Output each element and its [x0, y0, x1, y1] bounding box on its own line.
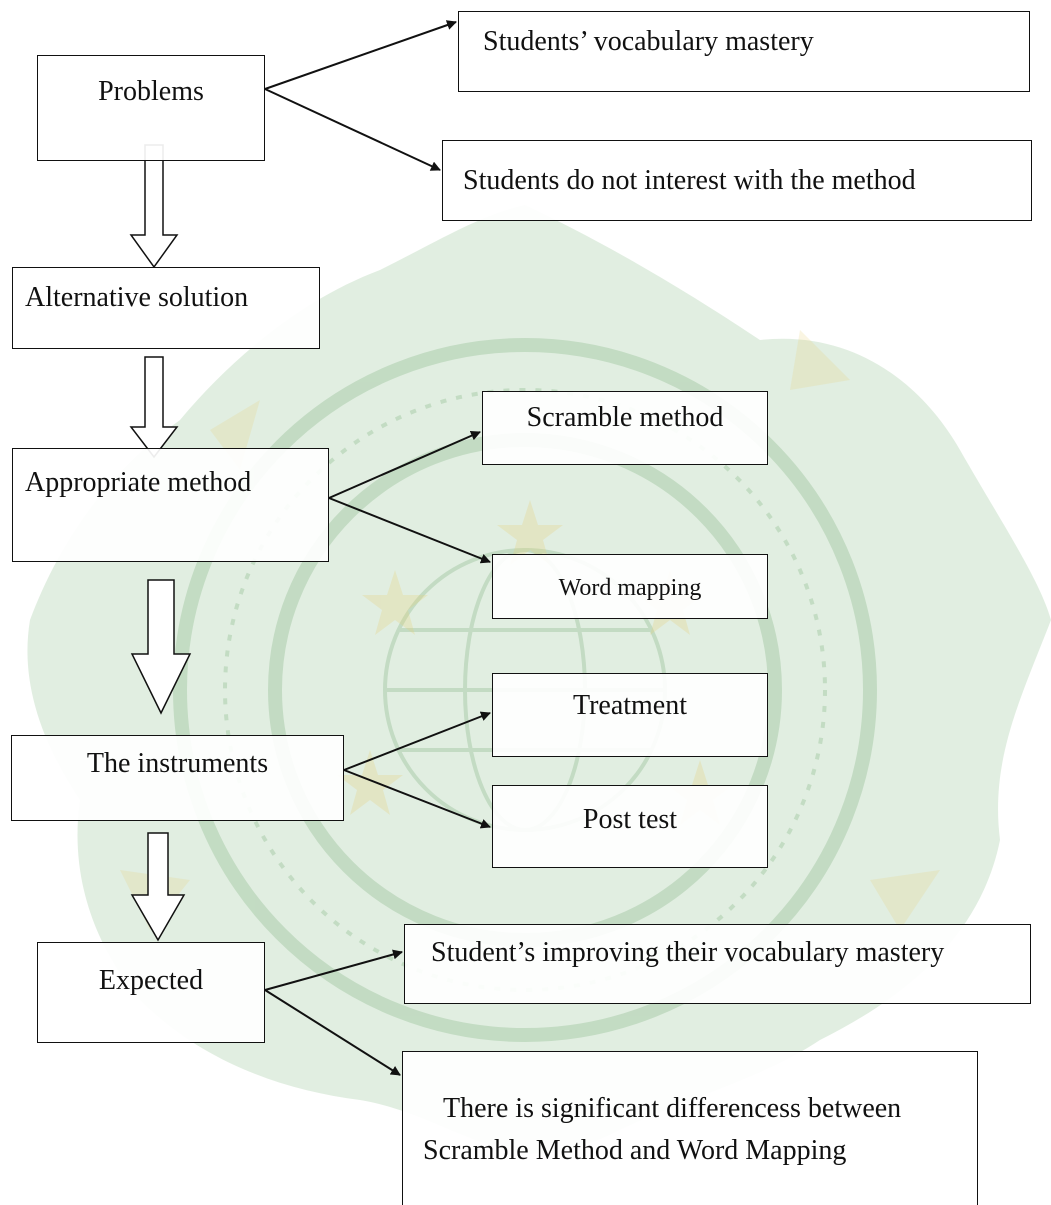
treatment-box: Treatment — [492, 673, 768, 757]
vocabulary-mastery-label: Students’ vocabulary mastery — [483, 26, 814, 57]
expected-box: Expected — [37, 942, 265, 1043]
alternative-solution-label: Alternative solution — [25, 282, 249, 313]
instruments-box: The instruments — [11, 735, 344, 821]
down-arrow-2 — [129, 356, 179, 459]
treatment-label: Treatment — [572, 690, 688, 721]
alternative-solution-box: Alternative solution — [12, 267, 320, 349]
improving-label: Student’s improving their vocabulary mas… — [431, 937, 945, 968]
improving-box: Student’s improving their vocabulary mas… — [404, 924, 1031, 1004]
problems-box: Problems — [37, 55, 265, 161]
post-test-label: Post test — [582, 804, 678, 835]
branch-arrow-treatment — [343, 711, 491, 771]
difference-line-1: There is significant differencess betwee… — [443, 1093, 902, 1124]
scramble-method-box: Scramble method — [482, 391, 768, 465]
appropriate-method-box: Appropriate method — [12, 448, 329, 562]
appropriate-method-label: Appropriate method — [25, 467, 252, 498]
down-arrow-1 — [129, 144, 179, 269]
problems-label: Problems — [98, 76, 204, 107]
branch-arrow-interest — [264, 88, 441, 171]
branch-arrow-wordmap — [328, 497, 491, 564]
scramble-method-label: Scramble method — [526, 402, 724, 433]
branch-arrow-vocab — [264, 20, 457, 90]
instruments-label: The instruments — [86, 748, 269, 779]
post-test-box: Post test — [492, 785, 768, 868]
down-arrow-3 — [130, 579, 192, 715]
branch-arrow-scramble — [328, 431, 481, 499]
branch-arrow-difference — [264, 989, 401, 1076]
difference-line-2: Scramble Method and Word Mapping — [423, 1135, 847, 1166]
not-interest-box: Students do not interest with the method — [442, 140, 1032, 221]
word-mapping-label: Word mapping — [558, 575, 702, 601]
branch-arrow-posttest — [343, 769, 491, 829]
difference-label: There is significant differencess betwee… — [403, 1052, 977, 1172]
branch-arrow-improving — [264, 949, 403, 991]
not-interest-label: Students do not interest with the method — [463, 165, 916, 196]
expected-label: Expected — [98, 965, 204, 996]
down-arrow-4 — [130, 832, 186, 942]
word-mapping-box: Word mapping — [492, 554, 768, 619]
difference-box: There is significant differencess betwee… — [402, 1051, 978, 1205]
vocabulary-mastery-box: Students’ vocabulary mastery — [458, 11, 1030, 92]
